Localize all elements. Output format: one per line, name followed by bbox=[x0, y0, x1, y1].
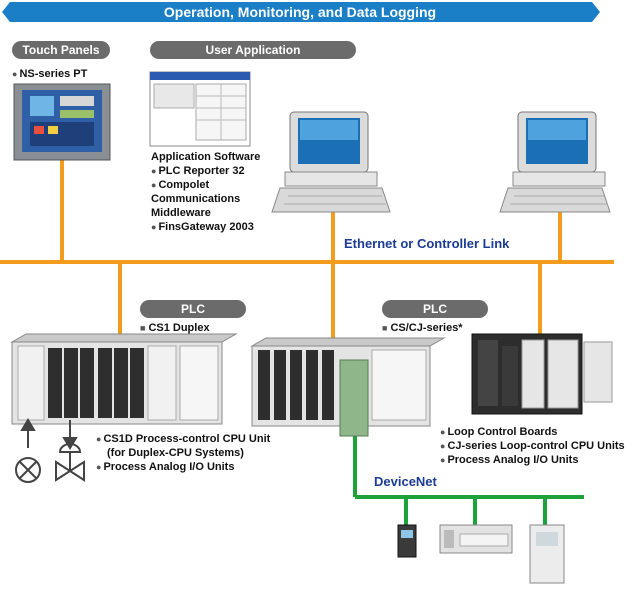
sensor-symbol-icon bbox=[15, 457, 41, 483]
ethernet-label: Ethernet or Controller Link bbox=[344, 236, 510, 251]
user-app-window bbox=[149, 71, 251, 147]
touch-panels-label: Touch Panels bbox=[12, 41, 110, 59]
valve-symbol-icon bbox=[55, 443, 85, 482]
plc-left-item: Process Analog I/O Units bbox=[96, 460, 270, 474]
app-software-block: Application Software PLC Reporter 32 Com… bbox=[151, 150, 260, 234]
app-software-item: PLC Reporter 32 bbox=[151, 164, 260, 178]
app-software-heading: Application Software bbox=[151, 151, 261, 163]
plc-right-item: Loop Control Boards bbox=[440, 425, 625, 439]
plc-rack-middle bbox=[250, 337, 446, 437]
devicenet-label: DeviceNet bbox=[374, 474, 437, 489]
plc-left-model: CS1 Duplex bbox=[140, 321, 209, 335]
banner-title: Operation, Monitoring, and Data Logging bbox=[163, 4, 437, 20]
ethernet-lines bbox=[0, 160, 614, 345]
plc-left-item: CS1D Process-control CPU Unit bbox=[96, 432, 270, 446]
plc-right-label: PLC bbox=[382, 300, 488, 318]
computer-2 bbox=[499, 111, 611, 213]
devicenet-device-3 bbox=[529, 524, 565, 584]
plc-rack-right bbox=[471, 333, 613, 415]
plc-right-item: Process Analog I/O Units bbox=[440, 453, 625, 467]
plc-left-items: CS1D Process-control CPU Unit (for Duple… bbox=[96, 432, 270, 474]
touch-panel-device bbox=[13, 83, 111, 161]
computer-1 bbox=[271, 111, 391, 213]
app-software-item: Communications bbox=[151, 193, 241, 205]
app-software-item: Middleware bbox=[151, 207, 211, 219]
plc-right-items: Loop Control Boards CJ-series Loop-contr… bbox=[440, 425, 625, 467]
banner-shape bbox=[2, 2, 600, 22]
plc-left-label: PLC bbox=[140, 300, 246, 318]
plc-right-model: CS/CJ-series* bbox=[382, 321, 462, 335]
app-software-item: FinsGateway 2003 bbox=[151, 220, 260, 234]
user-app-label: User Application bbox=[150, 41, 356, 59]
devicenet-lines bbox=[353, 430, 584, 525]
devicenet-device-1 bbox=[397, 524, 417, 558]
plc-left-item: (for Duplex-CPU Systems) bbox=[107, 447, 244, 459]
app-software-item: Compolet bbox=[151, 178, 260, 192]
plc-rack-left bbox=[10, 333, 238, 425]
devicenet-device-2 bbox=[439, 524, 513, 554]
plc-right-item: CJ-series Loop-control CPU Units bbox=[440, 439, 624, 453]
up-arrow-icon bbox=[20, 418, 36, 448]
touch-panels-item: NS-series PT bbox=[12, 67, 87, 81]
